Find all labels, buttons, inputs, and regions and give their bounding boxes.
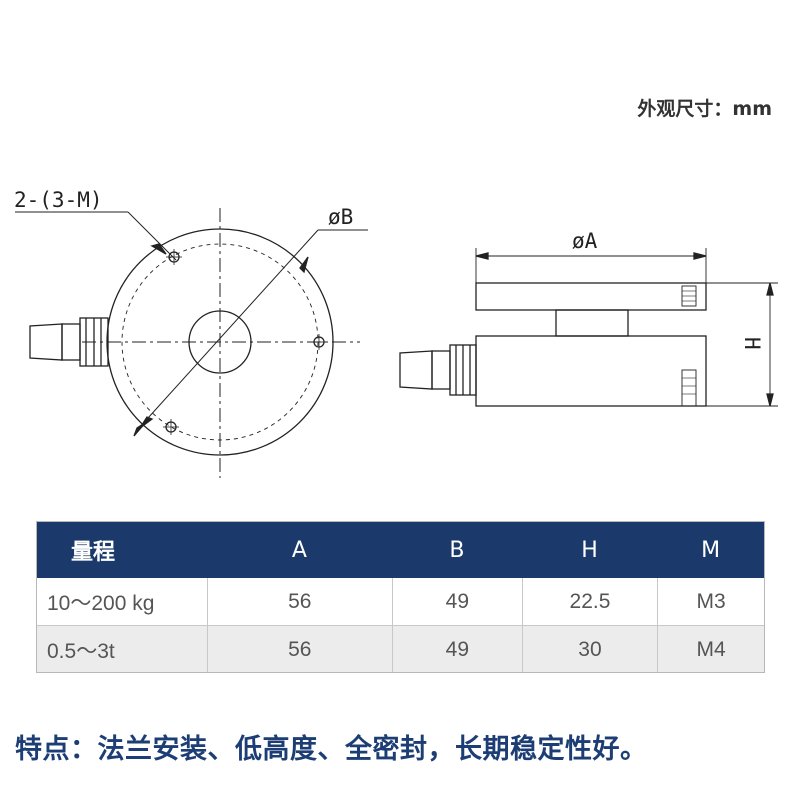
header-b: B	[449, 537, 465, 563]
cell-b: 49	[392, 578, 522, 625]
table-row: 10～200 kg 56 49 22.5 M3	[37, 578, 764, 625]
spec-table: 量程 A B H M 10～200 kg 56 49 22.5 M3 0.5～3…	[36, 521, 765, 673]
cell-h: 22.5	[521, 578, 658, 625]
table-row: 0.5～3t 56 49 30 M4	[37, 625, 764, 672]
mounting-holes	[163, 249, 327, 435]
cell-range: 0.5～3t	[47, 639, 115, 663]
cell-range: 10～200 kg	[47, 591, 155, 615]
height-label: H	[740, 337, 764, 350]
dia-b-leader	[147, 229, 319, 419]
top-flange	[475, 282, 707, 311]
lower-body	[475, 335, 707, 407]
outer-body-circle	[106, 228, 334, 456]
unit-label: 外观尺寸：mm	[637, 98, 772, 120]
cell-h: 30	[521, 626, 658, 672]
cable-gland-left	[29, 317, 109, 367]
cell-m: M4	[657, 626, 764, 672]
dia-b-label: øB	[328, 205, 353, 229]
cell-a: 56	[206, 626, 392, 672]
header-a: A	[291, 537, 307, 563]
dia-a-label: øA	[572, 229, 598, 253]
features-text: 特点：法兰安装、低高度、全密封，长期稳定性好。	[15, 734, 648, 765]
cell-a: 56	[206, 578, 392, 625]
header-h: H	[581, 537, 598, 563]
header-m: M	[701, 537, 721, 563]
technical-drawing: 2-(3-M) øB øA H	[14, 188, 778, 478]
neck	[555, 309, 629, 337]
center-boss-circle	[188, 310, 252, 374]
cell-m: M3	[657, 578, 764, 625]
header-range: 量程	[71, 540, 116, 565]
table-header: 量程 A B H M	[37, 522, 764, 578]
thread-note-label: 2-(3-M)	[14, 188, 103, 212]
cell-b: 49	[392, 626, 522, 672]
cable-gland-side	[399, 344, 477, 396]
